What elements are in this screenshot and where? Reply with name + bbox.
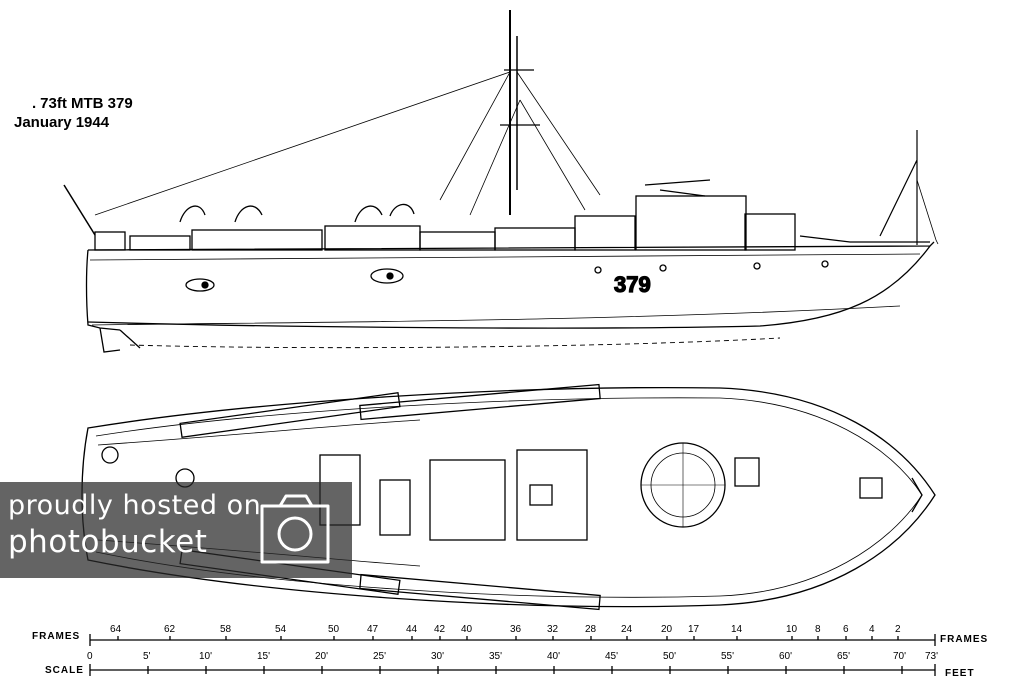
scale-label-right: FEET (945, 668, 975, 679)
porthole-1 (185, 278, 215, 292)
photobucket-watermark: proudly hosted on photobucket (0, 482, 352, 578)
frame-tick: 42 (434, 624, 446, 635)
frame-tick: 62 (164, 624, 176, 635)
watermark-line-2: photobucket (8, 524, 208, 560)
scale-tick: 50' (663, 651, 676, 662)
scale-tick: 10' (199, 651, 212, 662)
scale-tick: 70' (893, 651, 906, 662)
frame-tick: 8 (815, 624, 821, 635)
scale-tick: 0 (87, 651, 93, 662)
scale-tick: 55' (721, 651, 734, 662)
scale-tick: 40' (547, 651, 560, 662)
frame-tick: 10 (786, 624, 798, 635)
title-line-1: .73ft MTB 379 (32, 95, 133, 112)
frame-tick: 44 (406, 624, 418, 635)
frame-tick: 32 (547, 624, 559, 635)
frames-label-left: FRAMES (32, 631, 80, 642)
frame-tick: 47 (367, 624, 379, 635)
frames-label-right: FRAMES (940, 634, 988, 645)
watermark-text: proudly hosted on photobucket (8, 488, 261, 560)
frame-tick: 58 (220, 624, 232, 635)
frame-tick: 28 (585, 624, 597, 635)
scale-label-left: SCALE (45, 665, 84, 676)
frame-tick: 36 (510, 624, 522, 635)
scale-tick: 45' (605, 651, 618, 662)
drawing-title: .73ft MTB 379 January 1944 (14, 94, 133, 132)
scale-tick: 73' (925, 651, 938, 662)
scale-tick: 20' (315, 651, 328, 662)
frame-tick: 6 (843, 624, 849, 635)
photobucket-logo-icon (260, 494, 330, 564)
scale-tick: 65' (837, 651, 850, 662)
frame-tick: 24 (621, 624, 633, 635)
scale-labels: SCALE FEET 0 5' 10' 15' 20' 25' 30' 35' … (45, 651, 975, 679)
side-profile: 379 (63, 10, 939, 353)
frame-labels: FRAMES FRAMES 64 62 58 54 50 47 44 42 40… (32, 624, 988, 645)
watermark-line-1: proudly hosted on (8, 490, 262, 521)
frames-ruler (89, 634, 936, 646)
title-line-2: January 1944 (14, 114, 110, 131)
scale-tick: 5' (143, 651, 151, 662)
porthole-2 (370, 268, 404, 284)
title-line-1-text: 73ft MTB 379 (40, 95, 133, 112)
scale-tick: 30' (431, 651, 444, 662)
frame-tick: 14 (731, 624, 743, 635)
scale-tick: 25' (373, 651, 386, 662)
frame-tick: 4 (869, 624, 875, 635)
frame-tick: 17 (688, 624, 700, 635)
frame-tick: 40 (461, 624, 473, 635)
frame-tick: 50 (328, 624, 340, 635)
frame-tick: 54 (275, 624, 287, 635)
scale-tick: 60' (779, 651, 792, 662)
scale-tick: 15' (257, 651, 270, 662)
frame-tick: 20 (661, 624, 673, 635)
frame-tick: 64 (110, 624, 122, 635)
scale-tick: 35' (489, 651, 502, 662)
frame-tick: 2 (895, 624, 901, 635)
scale-ruler (89, 664, 936, 676)
hull-number: 379 (614, 272, 651, 297)
